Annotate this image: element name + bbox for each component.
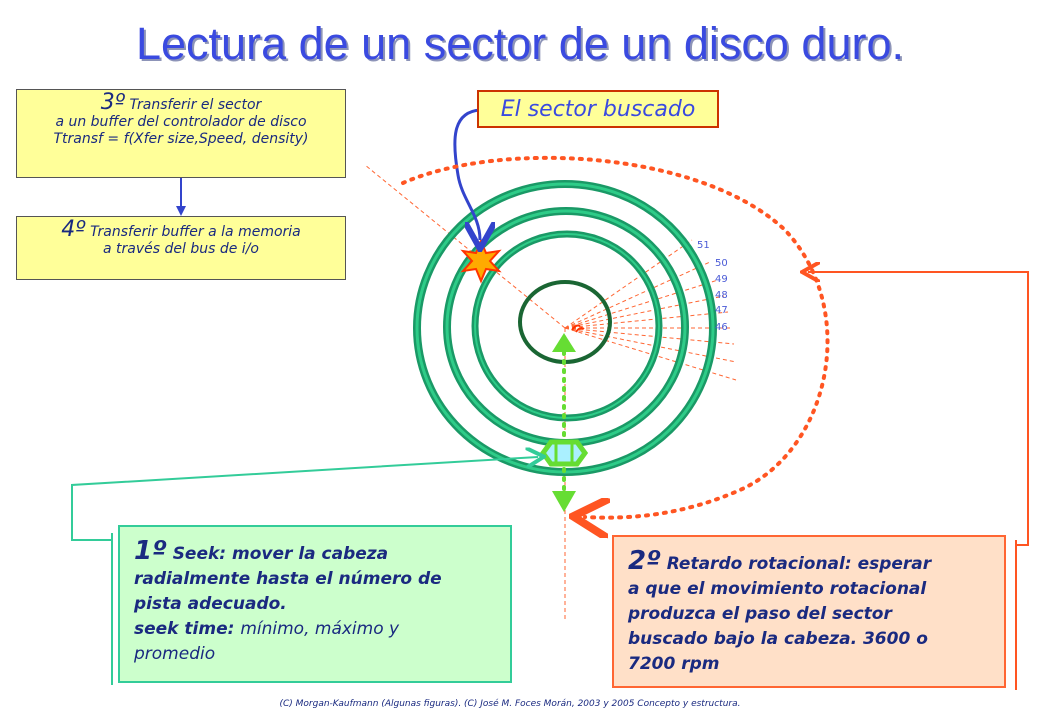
step1-heading: Seek: mover la cabeza bbox=[172, 544, 389, 564]
seek-time-label: seek time: bbox=[134, 619, 235, 639]
step1-box: 1º Seek: mover la cabeza radialmente has… bbox=[118, 525, 512, 683]
step3-number: 3º bbox=[100, 90, 126, 115]
step4-line2: a través del bus de i/o bbox=[103, 241, 259, 257]
step1-number: 1º bbox=[134, 536, 167, 566]
track-number-49: 49 bbox=[715, 274, 728, 285]
step2-text2: a que el movimiento rotacional bbox=[628, 579, 927, 599]
step3-line3: Ttransf = f(Xfer size,Speed, density) bbox=[53, 131, 309, 147]
step2-text1: Retardo rotacional: esperar bbox=[666, 554, 932, 574]
step2-number: 2º bbox=[628, 546, 661, 576]
step3-box: 3º Transferir el sector a un buffer del … bbox=[16, 89, 346, 178]
page-title: Lectura de un sector de un disco duro. bbox=[136, 18, 904, 69]
footer-credits: (C) Morgan-Kaufmann (Algunas figuras). (… bbox=[279, 699, 741, 709]
step4-box: 4º Transferir buffer a la memoria a trav… bbox=[16, 216, 346, 280]
seek-time-values-2: promedio bbox=[134, 644, 216, 664]
track-number-46: 46 bbox=[715, 322, 728, 333]
step4-line1: Transferir buffer a la memoria bbox=[90, 224, 301, 240]
step2-connector bbox=[808, 272, 1029, 546]
sector-label: El sector buscado bbox=[477, 90, 719, 128]
step3-line1: Transferir el sector bbox=[129, 97, 262, 113]
read-write-head bbox=[539, 439, 589, 467]
seek-time-values: mínimo, máximo y bbox=[240, 619, 400, 639]
step2-box: 2º Retardo rotacional: esperar a que el … bbox=[612, 535, 1006, 688]
arrow-down-icon bbox=[552, 491, 576, 512]
track-number-47: 47 bbox=[715, 305, 728, 316]
track-number-48: 48 bbox=[715, 290, 728, 301]
step3-line2: a un buffer del controlador de disco bbox=[55, 114, 307, 130]
step1-line2: radialmente hasta el número de bbox=[134, 569, 442, 589]
step1-line3: pista adecuado. bbox=[134, 594, 287, 614]
step4-number: 4º bbox=[61, 217, 86, 242]
center-mark bbox=[571, 324, 585, 333]
track-number-51: 51 bbox=[697, 240, 710, 251]
step1-connector bbox=[71, 457, 538, 541]
rotation-arc bbox=[401, 155, 830, 518]
step2-text4: buscado bajo la cabeza. 3600 o bbox=[628, 629, 928, 649]
track-number-50: 50 bbox=[715, 258, 728, 269]
arrow-up-icon bbox=[552, 333, 576, 352]
target-sector-star-icon bbox=[460, 238, 502, 284]
sector-pointer-arrow bbox=[453, 108, 480, 240]
step2-text3: produzca el paso del sector bbox=[628, 604, 892, 624]
step2-text5: 7200 rpm bbox=[628, 654, 720, 674]
